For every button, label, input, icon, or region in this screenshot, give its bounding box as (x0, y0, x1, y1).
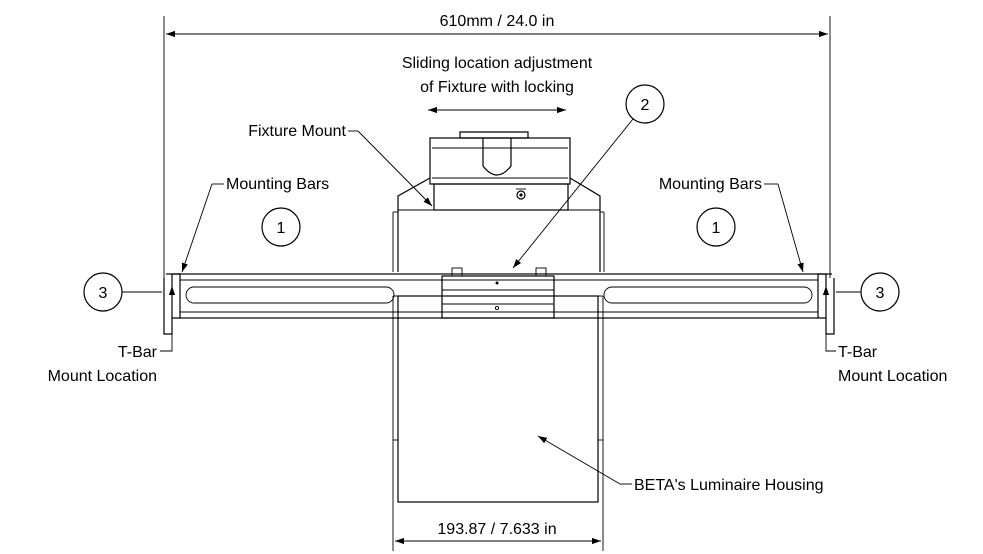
tbar-left-line2: Mount Location (48, 368, 157, 385)
overall-width-dimension: 610mm / 24.0 in (163, 13, 831, 278)
mounting-bars-left-callout: Mounting Bars (181, 176, 329, 273)
callout-3-left-number: 3 (99, 285, 108, 302)
mounting-bars-right-label: Mounting Bars (659, 176, 762, 193)
callout-3-right-number: 3 (876, 285, 885, 302)
mounting-bar-assembly (163, 267, 835, 335)
fixture-mount-callout: Fixture Mount (248, 123, 433, 207)
tbar-left-callout: T-Bar Mount Location (48, 334, 173, 385)
callout-1-right-number: 1 (712, 220, 721, 237)
housing-label: BETA's Luminaire Housing (634, 477, 824, 494)
callout-2: 2 (512, 84, 665, 269)
sliding-adjustment-note: Sliding location adjustment of Fixture w… (402, 55, 593, 114)
fixture-mount-label: Fixture Mount (248, 123, 346, 140)
tbar-left-line1: T-Bar (118, 344, 158, 361)
fixture-mount-bracket (392, 131, 605, 272)
callout-1-right: 1 (696, 207, 736, 247)
callout-3-right: 3 (836, 272, 900, 312)
tbar-right-line1: T-Bar (838, 344, 878, 361)
tbar-right-callout: T-Bar Mount Location (825, 334, 947, 385)
housing-callout: BETA's Luminaire Housing (537, 435, 824, 494)
housing-width-dimension: 193.87 / 7.633 in (392, 440, 604, 551)
callout-1-left: 1 (261, 207, 301, 247)
housing-width-label: 193.87 / 7.633 in (437, 521, 556, 538)
callout-3-left: 3 (83, 272, 162, 312)
sliding-note-line2: of Fixture with locking (420, 79, 574, 96)
luminaire-housing (392, 295, 604, 503)
tbar-right-line2: Mount Location (838, 368, 947, 385)
mounting-bars-right-callout: Mounting Bars (659, 176, 804, 273)
sliding-note-line1: Sliding location adjustment (402, 55, 593, 72)
callout-1-left-number: 1 (277, 220, 286, 237)
callout-2-number: 2 (641, 97, 650, 114)
mounting-bars-left-label: Mounting Bars (226, 176, 329, 193)
overall-width-label: 610mm / 24.0 in (440, 13, 555, 30)
